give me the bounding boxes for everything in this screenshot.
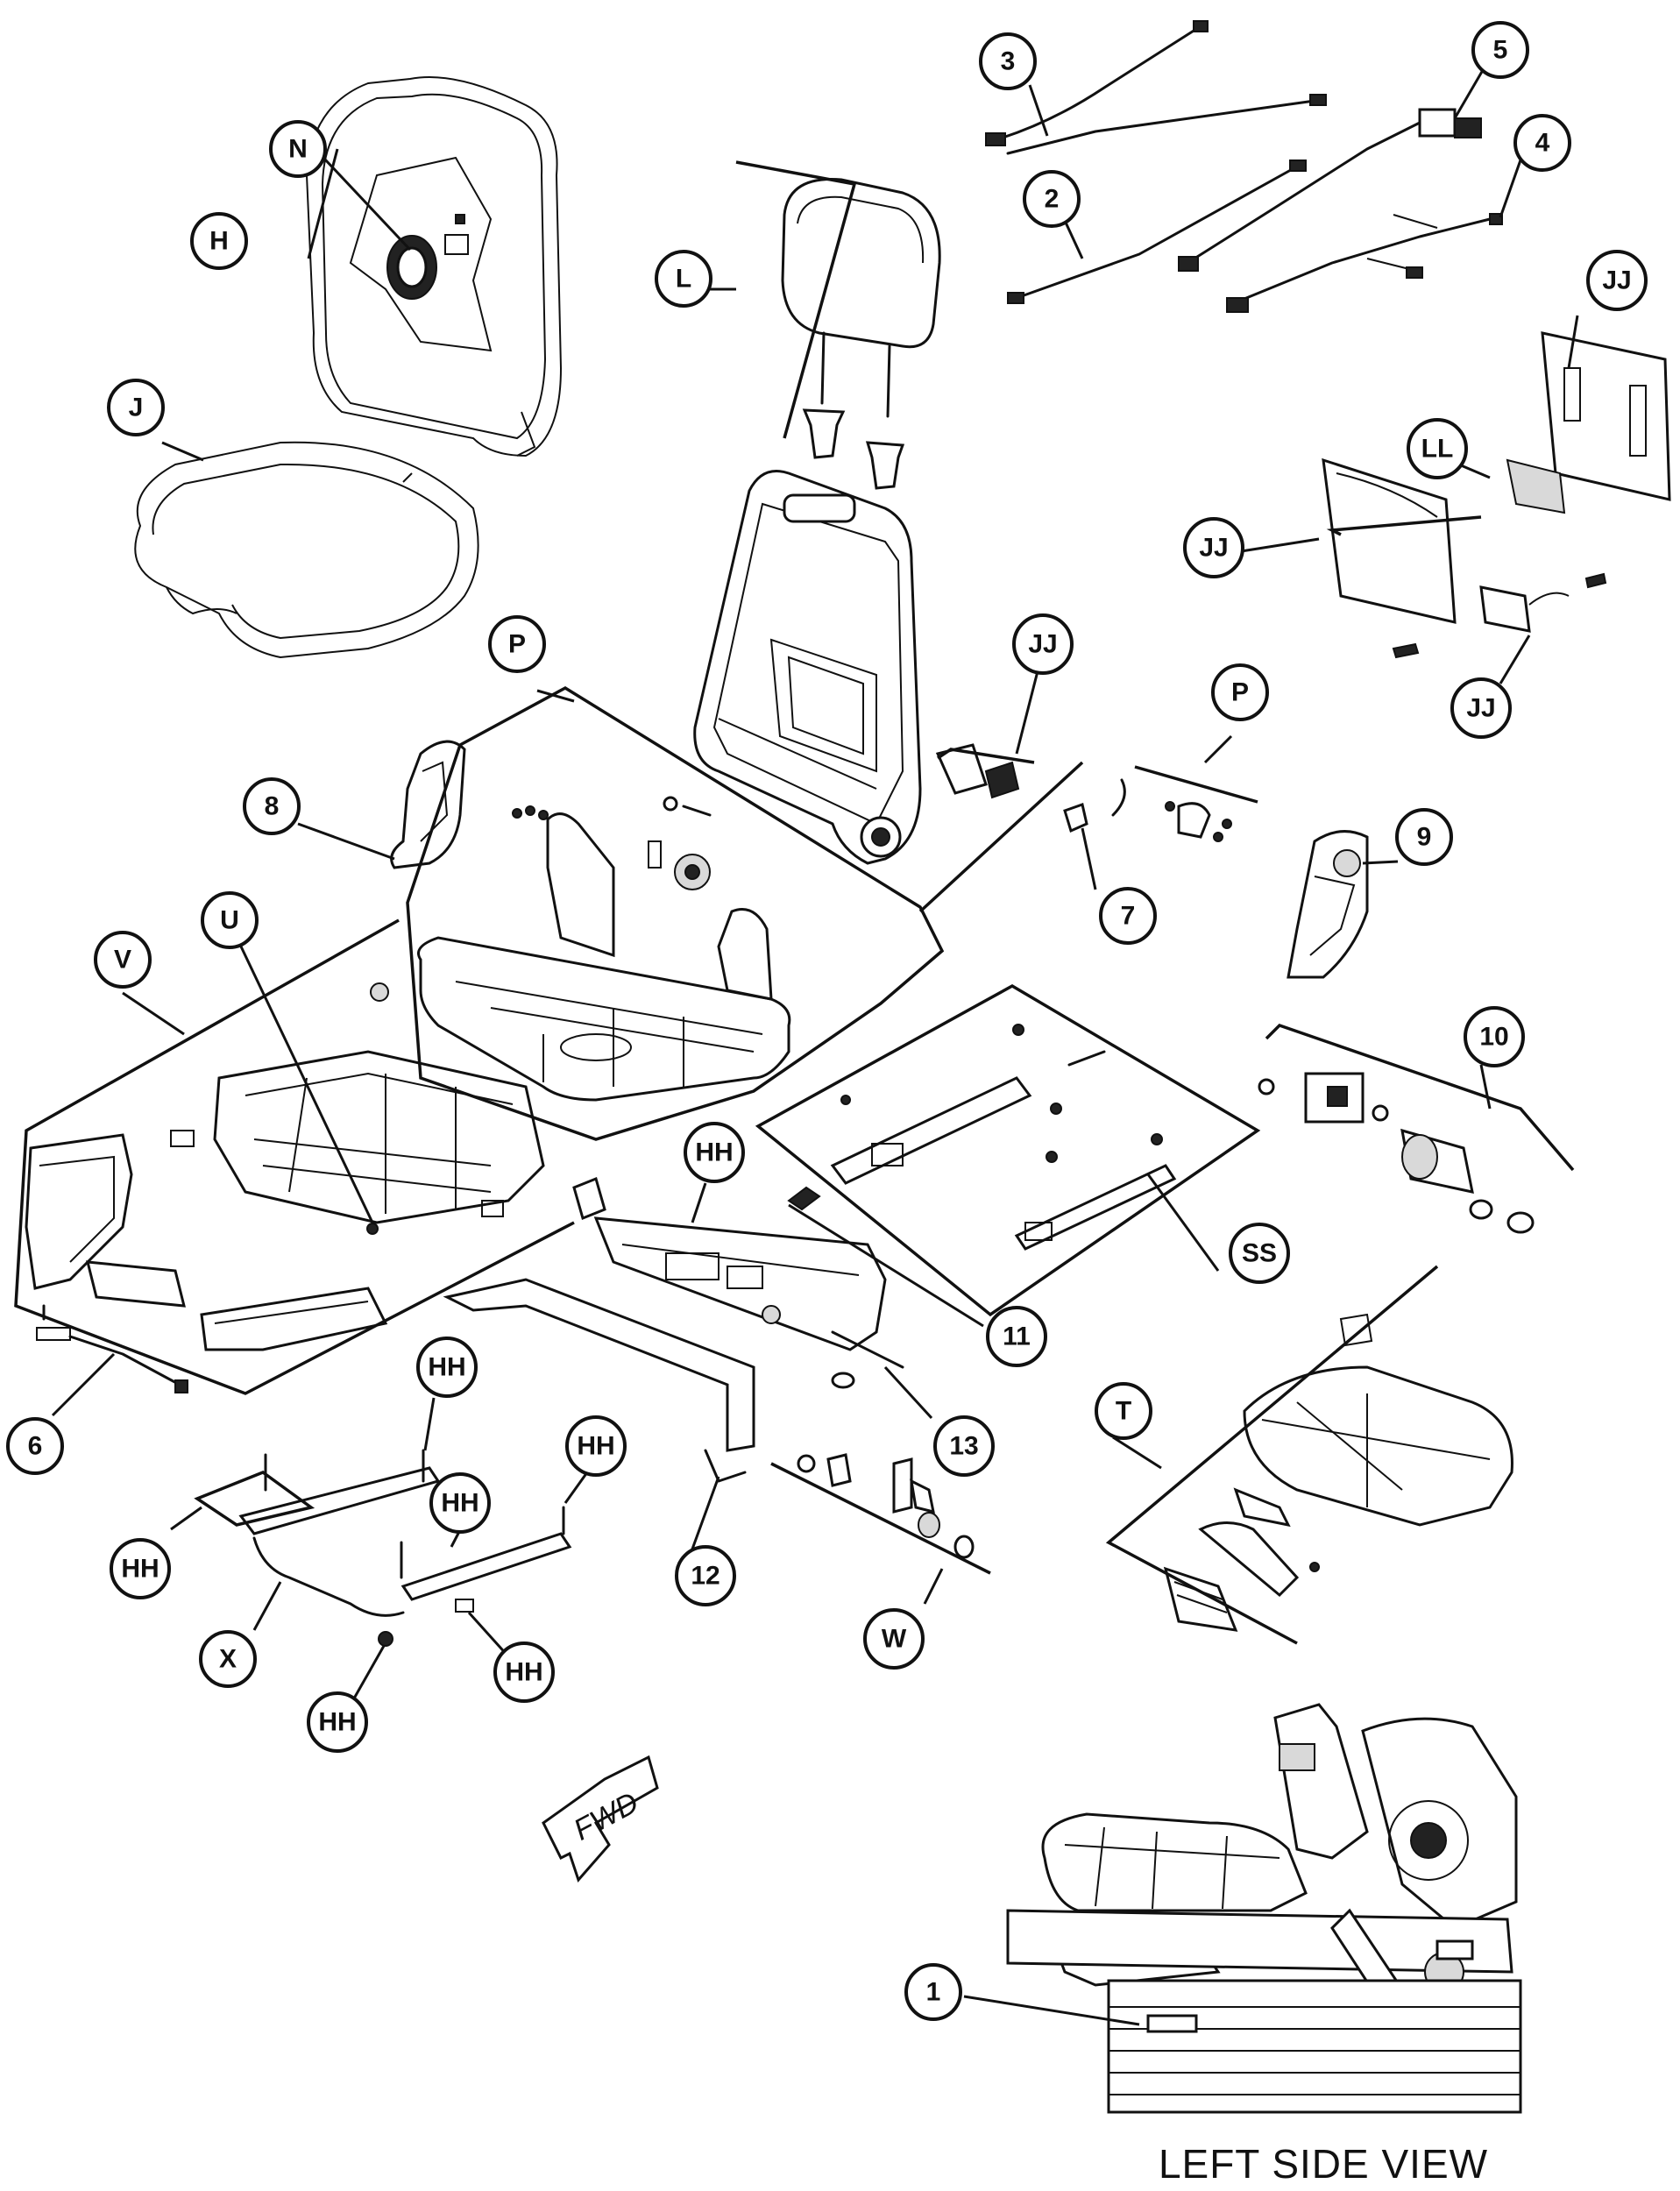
seat-cushion-frame [417,796,791,1102]
svg-text:2: 2 [1045,185,1060,214]
fwd-arrow: FWD [542,1755,659,1883]
recliner-handle [1063,778,1232,842]
callout-L: L [655,250,712,308]
callout-J: J [107,379,165,436]
svg-text:L: L [676,265,691,294]
headrest [781,178,941,490]
seat-back-cover [305,76,563,457]
callout-W: W [863,1608,925,1670]
callout-JJ-left: JJ [1183,517,1244,578]
cable-6 [36,1304,188,1393]
callout-5: 5 [1471,21,1529,79]
svg-text:13: 13 [949,1432,978,1461]
right-shield-trim [1287,830,1369,979]
svg-text:5: 5 [1493,36,1508,65]
svg-text:3: 3 [1001,47,1016,76]
svg-text:6: 6 [28,1432,43,1461]
view-caption: LEFT SIDE VIEW [1158,2141,1489,2187]
svg-text:HH: HH [318,1708,356,1737]
seat-cushion-cover [134,441,479,659]
callout-JJ-center: JJ [1012,613,1074,675]
svg-text:JJ: JJ [1199,534,1228,563]
callout-P-right: P [1211,663,1269,721]
lower-seat-frame [1163,1313,1513,1632]
svg-text:LL: LL [1421,435,1454,464]
callout-LL: LL [1407,418,1468,479]
callout-8: 8 [243,777,301,835]
callout-2: 2 [1023,170,1081,228]
callout-HH-left: HH [110,1538,171,1599]
callout-12: 12 [675,1545,736,1606]
group-brackets [14,160,1575,1645]
callout-HH-middle: HH [429,1472,491,1534]
svg-text:10: 10 [1479,1023,1508,1052]
svg-text:9: 9 [1417,823,1432,852]
svg-text:SS: SS [1242,1239,1277,1268]
svg-text:H: H [209,227,229,256]
callout-HH-bottom-left: HH [307,1691,368,1753]
svg-text:8: 8 [265,792,280,821]
callout-V: V [94,931,152,989]
callout-7: 7 [1099,887,1157,945]
callout-HH-bottom-right: HH [493,1641,555,1703]
svg-text:V: V [114,946,131,975]
svg-text:HH: HH [121,1555,159,1584]
wiring-harnesses [985,20,1503,313]
callout-11: 11 [986,1306,1047,1367]
callout-N: N [269,120,327,178]
svg-text:JJ: JJ [1602,266,1631,295]
svg-text:4: 4 [1535,129,1550,158]
svg-text:12: 12 [691,1562,719,1591]
callout-P-left: P [488,615,546,673]
svg-text:W: W [882,1625,907,1654]
callout-10: 10 [1464,1006,1525,1067]
svg-text:P: P [1231,678,1249,707]
callout-JJ-top: JJ [1586,250,1648,311]
svg-text:JJ: JJ [1028,630,1057,659]
callout-JJ-bottom: JJ [1450,677,1512,739]
svg-text:JJ: JJ [1466,694,1495,723]
callout-HH-top: HH [684,1122,745,1183]
left-side-view-seat [1006,1703,1522,2114]
svg-text:X: X [219,1645,237,1674]
callout-H: H [190,212,248,270]
callout-T: T [1095,1382,1152,1440]
callout-HH-right: HH [565,1415,627,1477]
svg-text:HH: HH [428,1353,465,1382]
slider-rails [787,1024,1177,1251]
callout-HH-upper: HH [416,1337,478,1398]
cross-tube [443,1278,904,1483]
callout-U: U [201,891,259,949]
callout-SS: SS [1229,1223,1290,1284]
svg-text:HH: HH [695,1138,733,1167]
leader-lines [51,69,1579,2026]
svg-text:HH: HH [505,1658,542,1687]
svg-text:1: 1 [926,1978,941,2007]
callout-4: 4 [1513,114,1571,172]
svg-text:HH: HH [577,1432,614,1461]
adjuster-base [572,1176,887,1351]
svg-text:7: 7 [1121,902,1136,931]
lumbar-switch-assembly [935,331,1671,799]
bushing-set [797,1453,975,1559]
motor-assembly [1258,1072,1535,1234]
seat-back-frame [693,470,922,865]
svg-text:HH: HH [441,1489,478,1518]
lower-rails [238,1449,572,1647]
svg-text:N: N [288,135,308,164]
svg-text:J: J [129,394,144,422]
callout-6: 6 [6,1417,64,1475]
svg-text:P: P [508,630,526,659]
svg-text:T: T [1116,1397,1131,1426]
svg-text:U: U [220,906,239,935]
callout-9: 9 [1395,808,1453,866]
callout-1: 1 [904,1963,962,2021]
svg-text:11: 11 [1003,1322,1031,1351]
callout-13: 13 [933,1415,995,1477]
callout-3: 3 [979,32,1037,90]
callout-X: X [199,1630,257,1688]
